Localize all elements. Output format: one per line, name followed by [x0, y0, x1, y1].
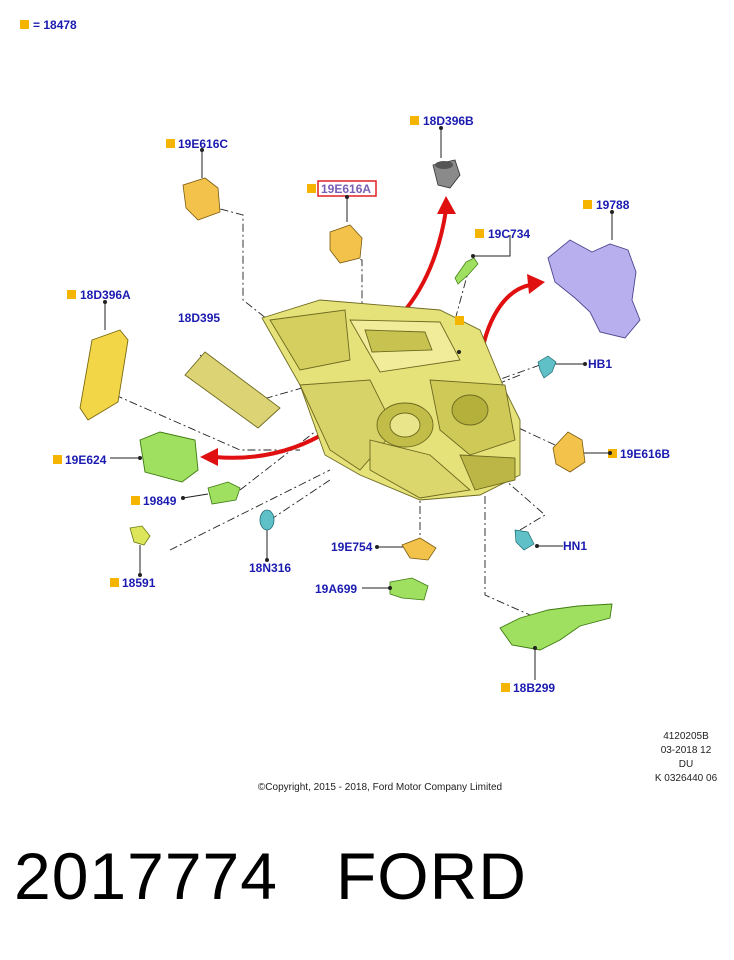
label-18D396B: 18D396B [423, 114, 474, 128]
part-19A699 [389, 577, 429, 601]
exploded-parts-diagram: = 18478 [20, 18, 670, 695]
part-HN1 [514, 529, 535, 551]
label-19E624: 19E624 [65, 453, 107, 467]
part-19E616B [552, 431, 586, 473]
arrow-heads [200, 196, 545, 466]
part-18D396B [432, 159, 461, 189]
part-19849 [207, 481, 241, 505]
part-19E616A [329, 224, 363, 264]
hvac-housing [261, 299, 521, 501]
legend-text: = 18478 [33, 18, 77, 32]
drawing-language: DU [678, 759, 694, 770]
label-18591: 18591 [122, 576, 156, 590]
copyright-notice: ©Copyright, 2015 - 2018, Ford Motor Comp… [257, 782, 503, 793]
label-19E616B: 19E616B [620, 447, 670, 461]
drawing-meta: 4120205B 03-2018 12 DU K 0326440 06 [640, 730, 732, 786]
part-19E754 [401, 537, 437, 561]
label-19849: 19849 [143, 494, 177, 508]
part-caption: 2017774 FORD [14, 839, 527, 913]
part-19E616C [182, 177, 221, 221]
legend-marker [20, 20, 29, 29]
part-18D396A [79, 329, 129, 421]
label-19E616C: 19E616C [178, 137, 228, 151]
label-19C734: 19C734 [488, 227, 530, 241]
part-19788 [547, 239, 641, 339]
label-18D395: 18D395 [178, 311, 220, 325]
part-19C734 [454, 257, 479, 285]
label-18N316: 18N316 [249, 561, 291, 575]
part-18591 [129, 525, 151, 546]
part-19E624 [139, 431, 199, 483]
callout-labels: 18D396B 19E616C 19E616A 19C734 19788 18D… [53, 114, 670, 695]
drawing-reference: K 0326440 06 [654, 773, 718, 784]
drawing-number: 4120205B [663, 731, 709, 742]
arrow-left [214, 428, 332, 460]
part-HB1 [537, 355, 557, 379]
label-19A699: 19A699 [315, 582, 357, 596]
part-18B299 [499, 603, 613, 651]
arrow-up [396, 209, 448, 320]
label-19788: 19788 [596, 198, 630, 212]
label-18D396A: 18D396A [80, 288, 131, 302]
leader-dots [103, 126, 614, 650]
label-19E754: 19E754 [331, 540, 373, 554]
marker-unlabeled [455, 316, 464, 325]
label-HN1: HN1 [563, 539, 587, 553]
label-19E616A: 19E616A [321, 182, 371, 196]
label-HB1: HB1 [588, 357, 612, 371]
part-18N316 [259, 509, 275, 531]
part-18D395 [184, 351, 281, 429]
drawing-date: 03-2018 12 [660, 745, 712, 756]
label-18B299: 18B299 [513, 681, 555, 695]
